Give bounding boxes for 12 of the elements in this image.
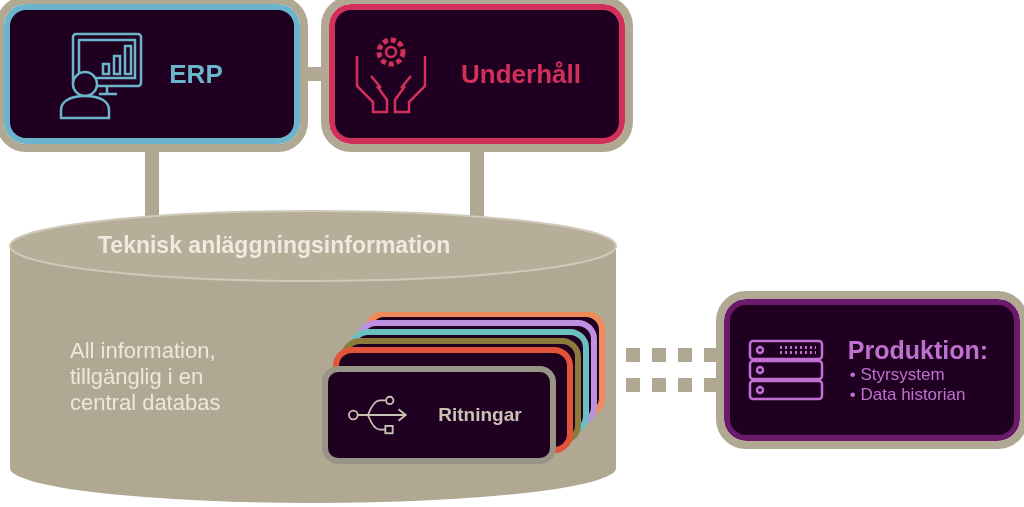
box-heading: Produktion: [847,335,989,365]
connector-line [145,152,159,217]
box-label: Underhåll [461,58,581,90]
description-text: All information, tillgänglig i en central databas [70,338,222,416]
connector-line [470,152,484,217]
box-label: ERP [169,58,223,90]
bullet-item: • Styrsystem [849,364,946,385]
document-card [322,366,556,464]
bullet-item: • Data historian [849,384,967,405]
database-title: Teknisk anläggningsinformation [98,232,451,259]
connector-line [308,67,321,81]
box-label: Ritningar [438,404,522,426]
